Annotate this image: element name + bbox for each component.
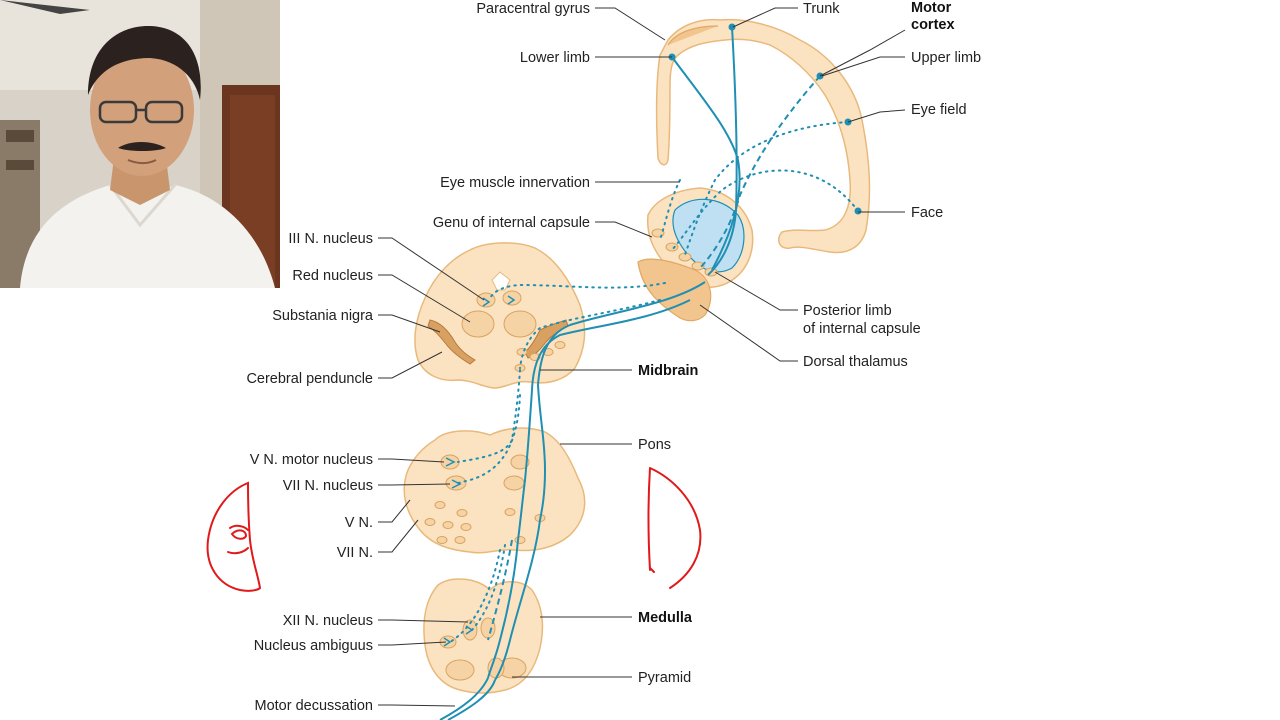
label-red-nucleus: Red nucleus <box>292 268 373 284</box>
label-vii-nerve: VII N. <box>337 545 373 561</box>
left-face-sketch <box>206 481 262 592</box>
label-v-nerve: V N. <box>345 515 373 531</box>
pen-annotations <box>206 467 702 592</box>
pons-section <box>403 427 586 554</box>
label-posterior-limb-2: of internal capsule <box>803 321 921 337</box>
label-eye-muscle-innervation: Eye muscle innervation <box>440 175 590 191</box>
dorsal-thalamus-shape <box>637 258 712 322</box>
label-eye-field: Eye field <box>911 102 967 118</box>
label-upper-limb: Upper limb <box>911 50 981 66</box>
label-nucleus-ambiguus: Nucleus ambiguus <box>254 638 373 654</box>
label-face: Face <box>911 205 943 221</box>
label-dorsal-thalamus: Dorsal thalamus <box>803 354 908 370</box>
corticobulbar-corticospinal-tracts <box>439 23 862 720</box>
label-pons: Pons <box>638 437 671 453</box>
label-trunk: Trunk <box>803 1 840 17</box>
label-posterior-limb-1: Posterior limb <box>803 303 892 319</box>
right-face-sketch <box>647 467 702 589</box>
diagram-labels: Paracentral gyrus Trunk Motor cortex Low… <box>246 0 981 714</box>
label-motor-cortex-1: Motor <box>911 0 952 16</box>
presenter-webcam <box>0 0 280 288</box>
presenter-video-icon <box>0 0 280 288</box>
label-pyramid: Pyramid <box>638 670 691 686</box>
label-v-motor-nucleus: V N. motor nucleus <box>250 452 373 468</box>
medulla-section <box>423 578 544 694</box>
label-medulla: Medulla <box>638 610 693 626</box>
label-genu-internal-capsule: Genu of internal capsule <box>433 215 590 231</box>
leader-lines <box>378 7 906 707</box>
cortex-section <box>655 18 871 254</box>
label-vii-nucleus: VII N. nucleus <box>283 478 373 494</box>
label-substantia-nigra: Substania nigra <box>272 308 374 324</box>
label-motor-decussation: Motor decussation <box>255 698 373 714</box>
label-xii-nucleus: XII N. nucleus <box>283 613 373 629</box>
label-midbrain: Midbrain <box>638 363 698 379</box>
label-paracentral-gyrus: Paracentral gyrus <box>476 1 590 17</box>
label-lower-limb: Lower limb <box>520 50 590 66</box>
midbrain-section <box>414 242 586 389</box>
label-cerebral-peduncle: Cerebral penduncle <box>246 371 373 387</box>
label-iii-nucleus: III N. nucleus <box>288 231 373 247</box>
label-motor-cortex-2: cortex <box>911 17 955 33</box>
